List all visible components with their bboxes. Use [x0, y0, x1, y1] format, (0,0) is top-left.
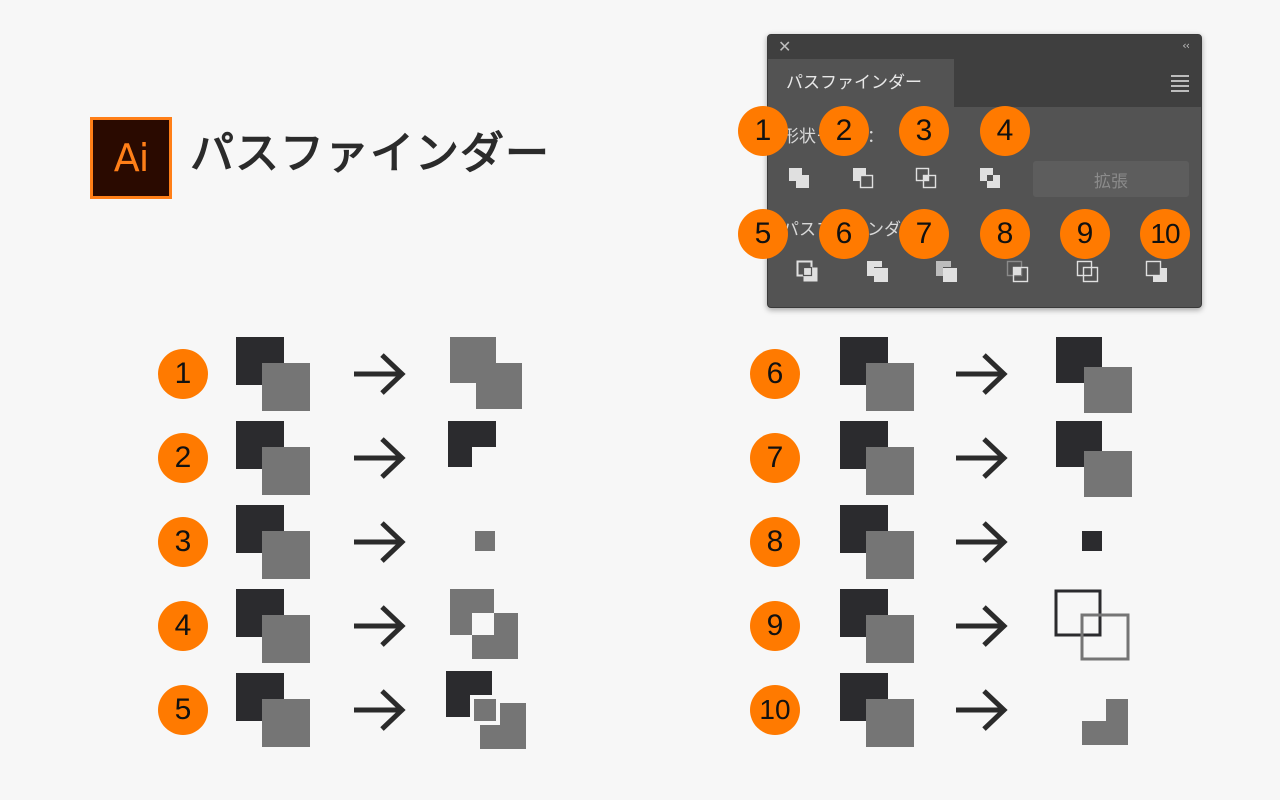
result-divide — [446, 671, 526, 749]
example-number: 8 — [750, 517, 800, 567]
badge-3: 3 — [899, 106, 949, 156]
divide-icon[interactable] — [794, 257, 824, 287]
tab-pathfinder[interactable]: パスファインダー — [768, 59, 954, 107]
pathfinder-panel: ✕ ‹‹ パスファインダー 形状モード： パスファインダー： 拡張 — [767, 34, 1202, 308]
badge-4: 4 — [980, 106, 1030, 156]
example-number: 10 — [750, 685, 800, 735]
example-number: 5 — [158, 685, 208, 735]
outline-icon[interactable] — [1074, 257, 1104, 287]
badge-7: 7 — [899, 209, 949, 259]
source-squares — [840, 589, 914, 663]
minus-back-icon[interactable] — [1143, 257, 1173, 287]
trim-icon[interactable] — [864, 257, 894, 287]
example-number: 9 — [750, 601, 800, 651]
source-squares — [840, 337, 914, 411]
arrow-icon — [956, 353, 1008, 395]
arrow-icon — [956, 605, 1008, 647]
arrow-icon — [956, 437, 1008, 479]
arrow-icon — [354, 605, 406, 647]
logo-text: Ai — [113, 136, 150, 180]
example-number: 2 — [158, 433, 208, 483]
panel-tab-row: パスファインダー — [768, 59, 1201, 107]
arrow-icon — [354, 353, 406, 395]
arrow-icon — [354, 521, 406, 563]
result-unite — [450, 337, 522, 409]
result-trim — [1056, 337, 1132, 413]
page-title: パスファインダー — [190, 128, 550, 179]
result-merge — [1056, 421, 1132, 497]
badge-6: 6 — [819, 209, 869, 259]
badge-2: 2 — [819, 106, 869, 156]
result-crop — [1082, 531, 1102, 551]
source-squares — [840, 505, 914, 579]
arrow-icon — [354, 689, 406, 731]
result-outline — [1054, 589, 1130, 661]
unite-icon[interactable] — [786, 163, 816, 193]
example-number: 3 — [158, 517, 208, 567]
badge-1: 1 — [738, 106, 788, 156]
example-number: 7 — [750, 433, 800, 483]
result-exclude — [450, 589, 518, 659]
result-intersect — [475, 531, 495, 551]
badge-10: 10 — [1140, 209, 1190, 259]
intersect-icon[interactable] — [913, 163, 943, 193]
source-squares — [840, 421, 914, 495]
source-squares — [840, 673, 914, 747]
source-squares — [236, 673, 310, 747]
merge-icon[interactable] — [933, 257, 963, 287]
minus-front-icon[interactable] — [850, 163, 880, 193]
result-minus-front — [448, 421, 496, 467]
source-squares — [236, 505, 310, 579]
badge-5: 5 — [738, 209, 788, 259]
result-minus-back — [1082, 699, 1128, 745]
example-number: 1 — [158, 349, 208, 399]
source-squares — [236, 337, 310, 411]
collapse-icon[interactable]: ‹‹ — [1182, 39, 1190, 52]
exclude-icon[interactable] — [977, 163, 1007, 193]
source-squares — [236, 589, 310, 663]
arrow-icon — [354, 437, 406, 479]
example-number: 6 — [750, 349, 800, 399]
arrow-icon — [956, 521, 1008, 563]
crop-icon[interactable] — [1004, 257, 1034, 287]
illustrator-logo: Ai — [90, 117, 172, 199]
expand-button[interactable]: 拡張 — [1033, 161, 1189, 197]
close-icon[interactable]: ✕ — [778, 37, 792, 56]
badge-9: 9 — [1060, 209, 1110, 259]
arrow-icon — [956, 689, 1008, 731]
panel-menu-icon[interactable] — [1171, 75, 1189, 95]
example-number: 4 — [158, 601, 208, 651]
panel-titlebar: ✕ ‹‹ — [768, 35, 1201, 59]
source-squares — [236, 421, 310, 495]
badge-8: 8 — [980, 209, 1030, 259]
